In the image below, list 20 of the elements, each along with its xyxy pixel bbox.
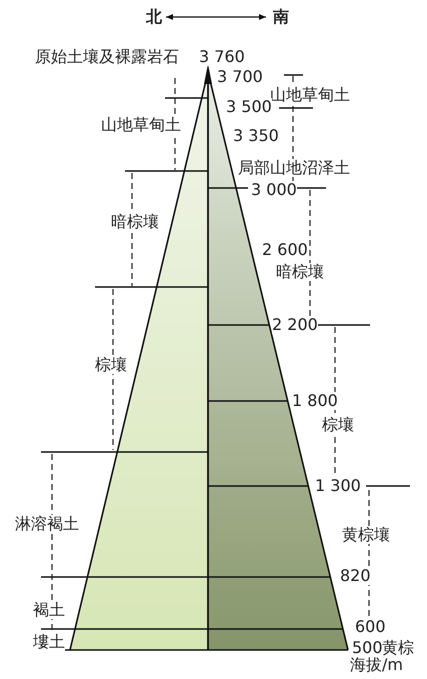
soil-label: 黄棕壤	[342, 526, 390, 544]
axis-label: 海拔/m	[350, 656, 403, 674]
soil-label: 棕壤	[322, 416, 354, 434]
soil-label: 局部山地沼泽土	[238, 159, 350, 177]
elevation-label: 1 800	[292, 392, 338, 410]
direction-label: 北	[146, 8, 162, 26]
soil-label: 山地草甸土	[101, 116, 181, 134]
soil-label: 淋溶褐土	[15, 515, 79, 533]
soil-label: 原始土壤及裸露岩石	[35, 48, 179, 66]
soil-label: 暗棕壤	[111, 213, 159, 231]
elevation-label: 3 760	[199, 48, 245, 66]
soil-label: 棕壤	[95, 356, 127, 374]
elevation-label: 820	[340, 567, 371, 585]
elevation-label: 2 200	[272, 316, 318, 334]
soil-label: 山地草甸土	[270, 86, 350, 104]
direction-label: 南	[273, 8, 289, 26]
soil-label: 褐土	[33, 601, 65, 619]
soil-label: 塿土	[33, 633, 65, 651]
soil-label: 黄棕	[382, 639, 414, 657]
soil-label: 暗棕壤	[276, 263, 324, 281]
